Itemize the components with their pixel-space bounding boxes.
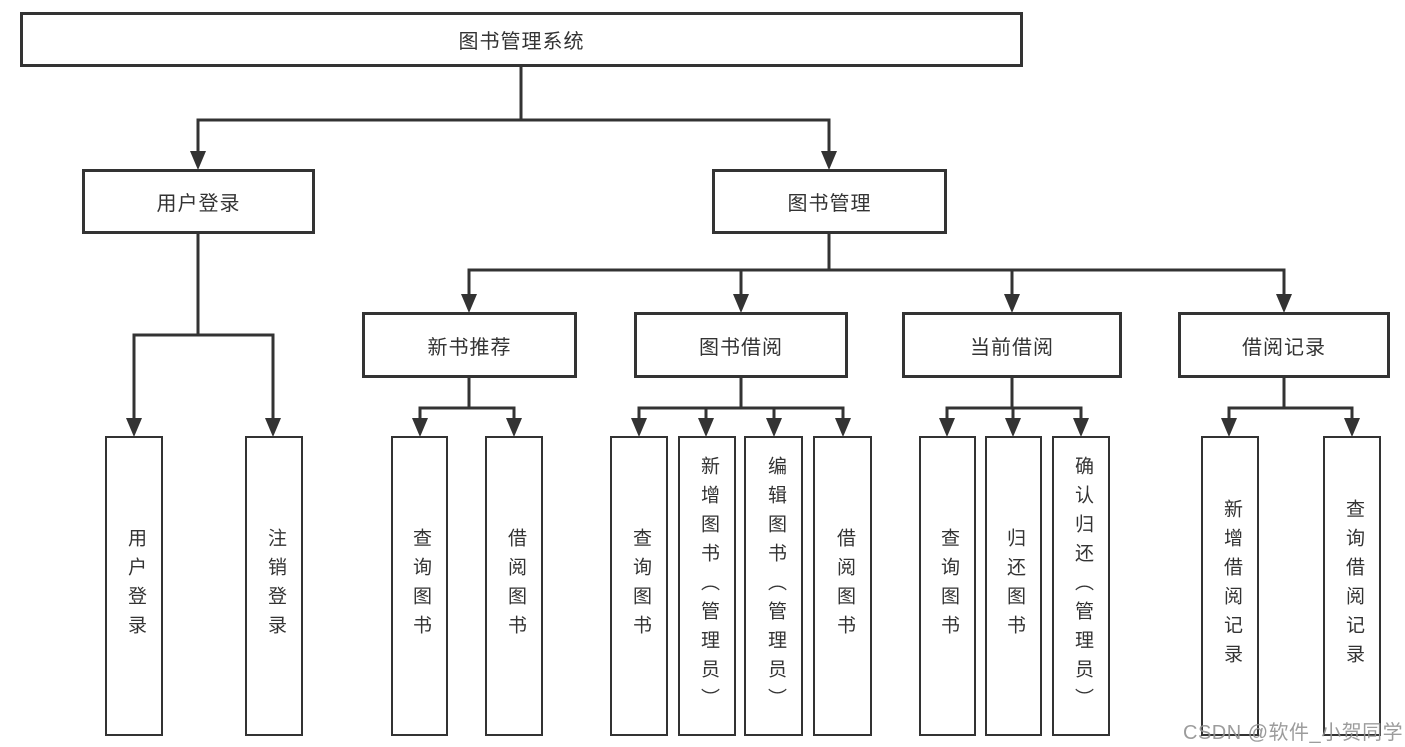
edge-user-login-children <box>132 232 275 422</box>
node-user-login-label: 用户登录 <box>156 193 241 215</box>
node-library-system: 图书管理系统 <box>20 12 1023 67</box>
node-leaf-query-books-recommend: 查询图书 <box>391 436 448 736</box>
node-leaf-borrow-books: 借阅图书 <box>813 436 872 736</box>
node-leaf-user-login: 用户登录 <box>105 436 163 736</box>
edge-book-mgmt-arrowheads <box>461 294 1292 313</box>
node-current-borrowing-label: 当前借阅 <box>970 336 1054 359</box>
node-user-login: 用户登录 <box>82 169 315 234</box>
edge-borrow-records-arrowheads <box>1221 418 1360 437</box>
node-leaf-query-borrow-record: 查询借阅记录 <box>1323 436 1381 736</box>
edge-user-login-arrowheads <box>126 418 281 437</box>
node-new-book-recommendation: 新书推荐 <box>362 312 577 378</box>
node-leaf-query-books-current: 查询图书 <box>919 436 976 736</box>
node-book-borrowing-label: 图书借阅 <box>699 336 783 359</box>
edge-root-to-level2 <box>196 65 831 155</box>
node-book-management: 图书管理 <box>712 169 947 234</box>
edge-book-borrow-arrowheads <box>631 418 851 437</box>
edge-current-borrow-arrowheads <box>939 418 1089 437</box>
edge-new-book-arrowheads <box>412 418 522 437</box>
node-library-system-label: 图书管理系统 <box>458 31 585 53</box>
node-borrowing-records: 借阅记录 <box>1178 312 1390 378</box>
node-book-management-label: 图书管理 <box>787 193 872 215</box>
node-leaf-confirm-return-admin: 确认归还（管理员） <box>1052 436 1110 736</box>
node-leaf-query-books-borrow: 查询图书 <box>610 436 668 736</box>
node-leaf-add-books-admin: 新增图书（管理员） <box>678 436 736 736</box>
node-current-borrowing: 当前借阅 <box>902 312 1122 378</box>
edge-current-borrow-children <box>945 376 1083 422</box>
node-leaf-logout: 注销登录 <box>245 436 303 736</box>
node-borrowing-records-label: 借阅记录 <box>1242 336 1326 359</box>
node-leaf-borrow-books-recommend: 借阅图书 <box>485 436 543 736</box>
edge-book-borrow-children <box>637 376 845 422</box>
node-leaf-add-borrow-record: 新增借阅记录 <box>1201 436 1259 736</box>
node-new-book-recommendation-label: 新书推荐 <box>427 336 512 359</box>
node-leaf-edit-books-admin: 编辑图书（管理员） <box>744 436 803 736</box>
node-book-borrowing: 图书借阅 <box>634 312 848 378</box>
edge-new-book-children <box>418 376 516 422</box>
edge-root-arrowheads <box>190 151 837 170</box>
watermark: CSDN @软件_小贺同学 <box>1183 722 1404 744</box>
edge-book-mgmt-children <box>467 232 1286 298</box>
node-leaf-return-books: 归还图书 <box>985 436 1042 736</box>
edge-borrow-records-children <box>1227 376 1354 422</box>
